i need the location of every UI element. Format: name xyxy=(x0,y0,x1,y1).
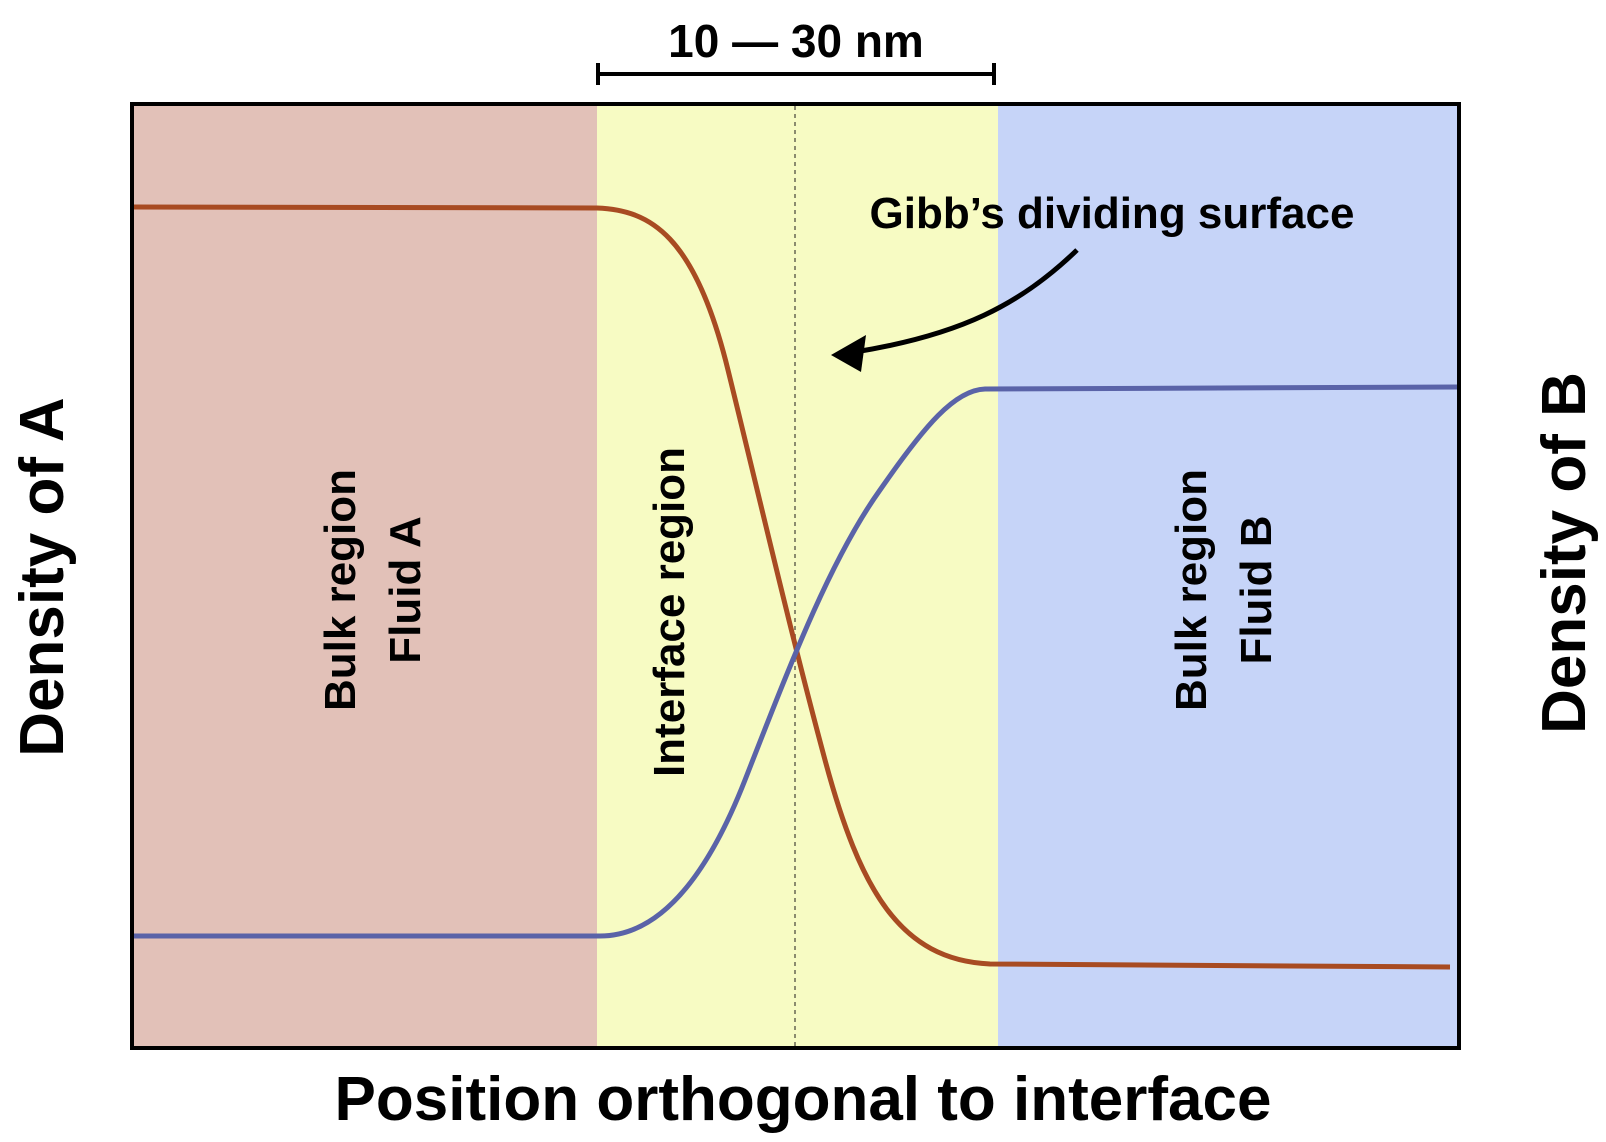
interface-region xyxy=(597,104,998,1048)
dividing-surface-label: Gibb’s dividing surface xyxy=(870,189,1355,238)
bulk-region-b xyxy=(998,104,1459,1048)
density-b-curve xyxy=(133,384,1458,939)
bulk-b-label-line1: Bulk region xyxy=(1167,469,1216,711)
bulk-region-a xyxy=(132,104,597,1048)
scale-label: 10 — 30 nm xyxy=(668,15,924,67)
scale-bar xyxy=(596,63,996,85)
bulk-a-label-line2: Fluid A xyxy=(381,516,430,663)
density-a-curve xyxy=(132,204,1451,970)
curved-arrow-icon xyxy=(831,248,1079,372)
interface-label: Interface region xyxy=(645,447,694,777)
bulk-a-label-line1: Bulk region xyxy=(316,469,365,711)
x-axis-label: Position orthogonal to interface xyxy=(335,1065,1272,1134)
bulk-b-label-line2: Fluid B xyxy=(1232,515,1281,664)
left-axis-label: Density of A xyxy=(8,397,77,756)
right-axis-label: Density of B xyxy=(1530,372,1599,734)
plot-frame xyxy=(130,102,1461,1050)
